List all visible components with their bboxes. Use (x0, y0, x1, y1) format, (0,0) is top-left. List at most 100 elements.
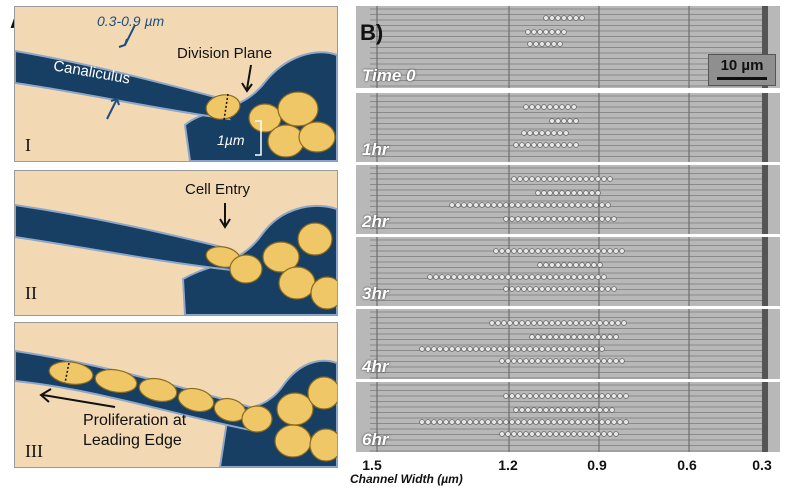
cell-chain-cell (605, 202, 611, 208)
cell-chain-cell (527, 286, 533, 292)
cell-chain-cell (499, 431, 505, 437)
cell-chain-cell (515, 202, 521, 208)
cell-chain-cell (495, 320, 501, 326)
panel-b-letter: B) (360, 20, 384, 45)
cell-chain-cell (589, 274, 595, 280)
cell (48, 361, 94, 385)
cell-chain-cell (479, 419, 485, 425)
cell-chain-cell (555, 262, 561, 268)
cell-chain-cell (521, 286, 527, 292)
cell-chain-cell (613, 358, 619, 364)
cell-chain-cell (583, 358, 589, 364)
cell-chain-cell (521, 346, 527, 352)
proliferation-label-line1: Proliferation at (83, 412, 187, 429)
cell-chain-cell (571, 190, 577, 196)
cell-chain-cell (513, 320, 519, 326)
cell-chain-cell (549, 320, 555, 326)
canaliculus-channel (15, 203, 243, 273)
cell-chain-cell (565, 274, 571, 280)
cell-chain-cell (583, 274, 589, 280)
cell-chain-cell (529, 358, 535, 364)
scale-bar-label: 10 µm (720, 57, 764, 74)
cell-chain-cell (621, 320, 627, 326)
cell-chain-cell (607, 248, 613, 254)
cell-chain-cell (595, 176, 601, 182)
cell-chain-cell (499, 274, 505, 280)
cell-chain-cell (541, 104, 547, 110)
cell-chain-cell (529, 248, 535, 254)
cell-chain-cell (555, 142, 561, 148)
cell-chain-cell (599, 202, 605, 208)
cell-chain-cell (557, 41, 563, 47)
cell-chain-cell (481, 274, 487, 280)
cell-chain-cell (523, 274, 529, 280)
cell-chain-cell (543, 142, 549, 148)
subpanel-iii-diagram (15, 349, 337, 467)
cell-chain-cell (551, 286, 557, 292)
cell (276, 392, 314, 426)
cell-chain-cell (431, 346, 437, 352)
cell-chain-cell (567, 262, 573, 268)
time-label: 1hr (362, 140, 389, 159)
cell-chain-cell (613, 248, 619, 254)
cell-chain-cell (549, 262, 555, 268)
time-label: 3hr (362, 284, 389, 303)
cell-chain-cell (617, 419, 623, 425)
cell-chain-cell (523, 104, 529, 110)
cell-chain-cell (515, 346, 521, 352)
cell-chain-cell (515, 393, 521, 399)
cell-chain-cell (479, 346, 485, 352)
cell-chain-cell (517, 248, 523, 254)
cell-chain-cell (485, 202, 491, 208)
cell-chain-cell (553, 248, 559, 254)
cell-chain-cell (591, 407, 597, 413)
scale-bar (717, 77, 767, 80)
cell (274, 424, 312, 458)
cell-chain-cell (563, 393, 569, 399)
cell-chain-cell (531, 142, 537, 148)
arrow-icon (241, 82, 253, 93)
cell-chain-cell (563, 286, 569, 292)
cell-chain-cell (587, 286, 593, 292)
cell-chain-cell (561, 262, 567, 268)
cell-chain-cell (557, 130, 563, 136)
cell-chain-cell (535, 176, 541, 182)
cell (94, 368, 138, 394)
cell-chain-cell (559, 248, 565, 254)
cell-chain-cell (445, 274, 451, 280)
cell-chain-cell (557, 202, 563, 208)
micrograph-frame: 2hr (356, 165, 780, 234)
cell-chain-cell (581, 346, 587, 352)
cell-chain-cell (525, 142, 531, 148)
cell-chain-cell (563, 346, 569, 352)
cell-chain-cell (593, 346, 599, 352)
scale-bar-box: 10 µm (708, 54, 776, 86)
cell-chain-cell (533, 346, 539, 352)
cell-chain-cell (569, 346, 575, 352)
cell-chain-cell (509, 393, 515, 399)
cell-chain-cell (443, 346, 449, 352)
cell-chain-cell (497, 202, 503, 208)
cell-chain-cell (567, 118, 573, 124)
arrow-icon (246, 64, 252, 90)
cell-chain-cell (543, 29, 549, 35)
cell-chain-cell (561, 320, 567, 326)
cell-chain-cell (535, 190, 541, 196)
cell-chain-cell (455, 346, 461, 352)
cell-chain-cell (503, 393, 509, 399)
cell-chain-cell (583, 334, 589, 340)
micrograph-background (356, 165, 780, 234)
cell-chain-cell (461, 419, 467, 425)
cell-chain-cell (571, 176, 577, 182)
chamber-edge (762, 382, 768, 452)
cell-chain-cell (539, 41, 545, 47)
roman-label: III (25, 441, 43, 461)
cell-chain-cell (583, 190, 589, 196)
cell-chain-cell (437, 419, 443, 425)
cell-chain-cell (565, 176, 571, 182)
cell-chain-cell (553, 190, 559, 196)
cell-chain-cell (521, 419, 527, 425)
cell-chain-cell (579, 407, 585, 413)
cell-chain-cell (557, 419, 563, 425)
cell-chain-cell (547, 431, 553, 437)
